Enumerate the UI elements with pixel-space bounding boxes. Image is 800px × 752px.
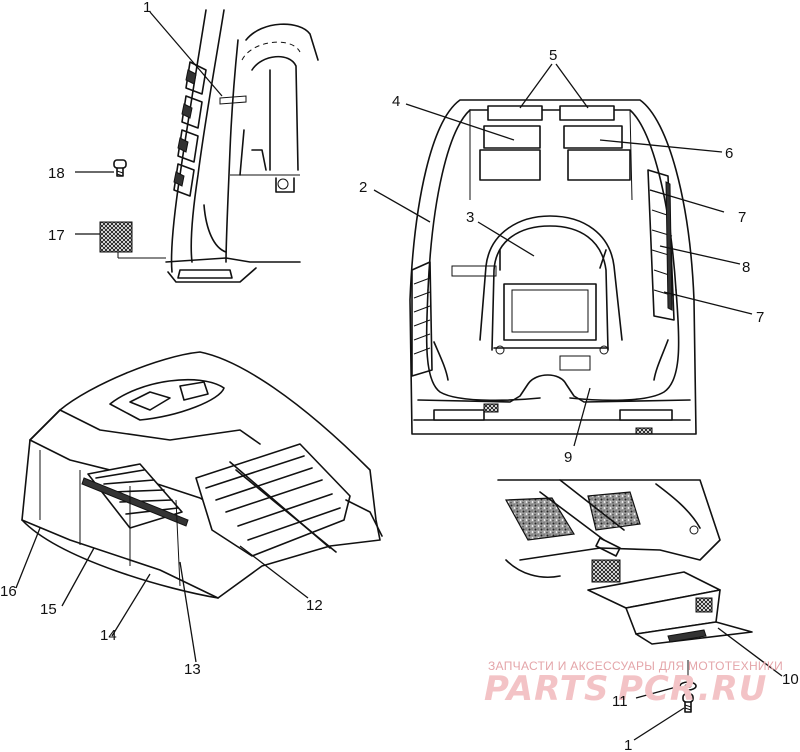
callout-10: 10 xyxy=(782,671,799,688)
left-louvers xyxy=(411,261,433,377)
screw-18 xyxy=(113,159,127,177)
foam-pad-right xyxy=(587,491,641,531)
callout-15: 15 xyxy=(40,601,57,618)
watermark-brand-a: PARTS xyxy=(484,669,609,709)
hood-3d-view xyxy=(21,351,383,599)
callout-4: 4 xyxy=(392,93,400,110)
callout-18: 18 xyxy=(48,165,65,182)
callout-12: 12 xyxy=(306,597,323,614)
leader-lines xyxy=(15,11,783,741)
callout-5: 5 xyxy=(549,47,557,64)
callout-16: 16 xyxy=(0,583,17,600)
callout-3: 3 xyxy=(466,209,474,226)
side-vent-detail xyxy=(118,9,319,283)
callout-2: 2 xyxy=(359,179,367,196)
callout-6: 6 xyxy=(725,145,733,162)
foam-pad-left xyxy=(505,497,575,541)
callout-9: 9 xyxy=(564,449,572,466)
callout-7-upper: 7 xyxy=(738,209,746,226)
callout-13: 13 xyxy=(184,661,201,678)
callout-11: 11 xyxy=(612,693,628,710)
foam-mesh-detail xyxy=(497,479,753,713)
side-louvers xyxy=(173,61,207,197)
watermark-tagline: ЗАПЧАСТИ И АКСЕССУАРЫ ДЛЯ МОТОТЕХНИКИ xyxy=(488,659,783,673)
right-louvers xyxy=(647,169,675,321)
callout-17: 17 xyxy=(48,227,65,244)
screw-1-bottom xyxy=(682,693,694,713)
top-vents xyxy=(479,105,631,181)
callout-7-lower: 7 xyxy=(756,309,764,326)
callout-1-bottom: 1 xyxy=(624,737,632,752)
watermark-brand-b: PCR.RU xyxy=(618,669,767,709)
callout-14: 14 xyxy=(100,627,117,644)
callout-8: 8 xyxy=(742,259,750,276)
hood-front-view xyxy=(409,99,697,435)
callout-1-top: 1 xyxy=(143,0,151,16)
watermark: ЗАПЧАСТИ И АКСЕССУАРЫ ДЛЯ МОТОТЕХНИКИ PA… xyxy=(484,659,783,709)
mesh-17 xyxy=(99,221,133,258)
